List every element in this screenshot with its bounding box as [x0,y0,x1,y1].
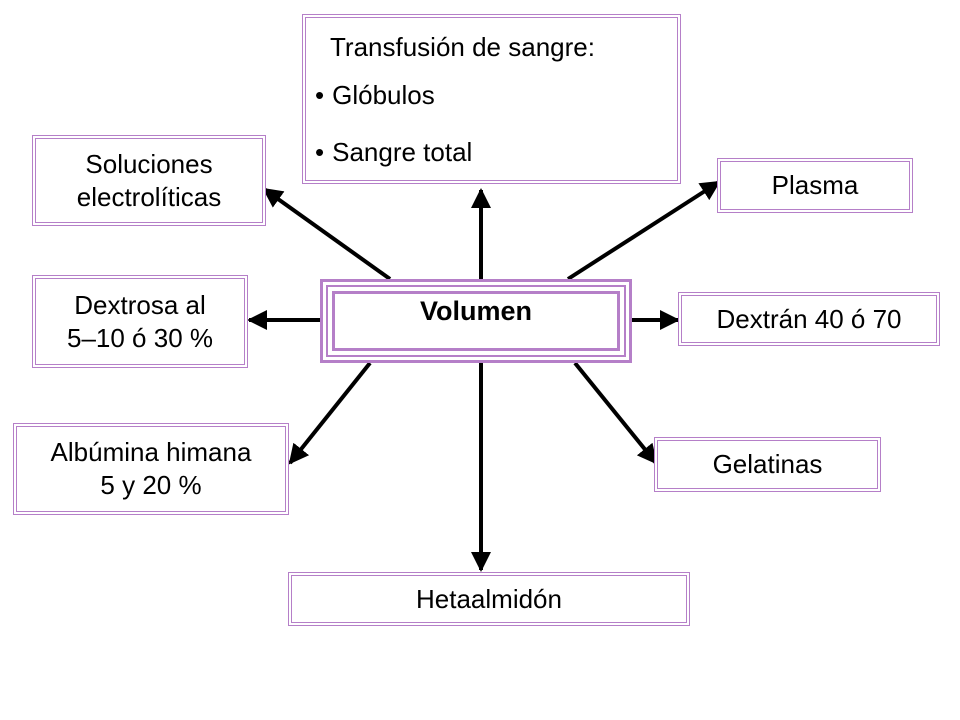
electroliticas-line-1: Soluciones [85,148,213,179]
box-transfusion: Transfusión de sangre: Glóbulos Sangre t… [302,14,681,184]
center-label: Volumen [332,291,620,351]
box-plasma: Plasma [717,158,913,213]
arrow-to-electroliticas [262,187,392,281]
box-hetaalmidon: Hetaalmidón [288,572,690,626]
dextrosa-line-1: Dextrosa al [74,289,206,320]
center-node-volumen: Volumen [320,279,632,363]
dextrosa-line-2: 5–10 ó 30 % [66,322,213,353]
transfusion-item-sangre-total: Sangre total [315,124,595,181]
arrow-to-albumina [288,361,372,465]
gelatinas-label: Gelatinas [712,449,823,479]
transfusion-title: Transfusión de sangre: [330,32,595,62]
hetaalmidon-label: Hetaalmidón [416,583,562,614]
transfusion-item-globulos: Glóbulos [315,67,595,124]
dextran-label: Dextrán 40 ó 70 [716,303,902,334]
box-dextran: Dextrán 40 ó 70 [678,292,940,346]
arrow-to-plasma [566,180,721,281]
electroliticas-line-2: electrolíticas [76,181,222,212]
arrow-to-gelatinas [573,361,658,465]
box-gelatinas: Gelatinas [654,437,881,492]
box-dextrosa: Dextrosa al 5–10 ó 30 % [32,275,248,368]
box-albumina: Albúmina himana 5 y 20 % [13,423,289,515]
albumina-line-2: 5 y 20 % [100,470,202,500]
plasma-label: Plasma [771,170,859,200]
albumina-line-1: Albúmina himana [50,437,252,467]
box-soluciones-electroliticas: Soluciones electrolíticas [32,135,266,226]
